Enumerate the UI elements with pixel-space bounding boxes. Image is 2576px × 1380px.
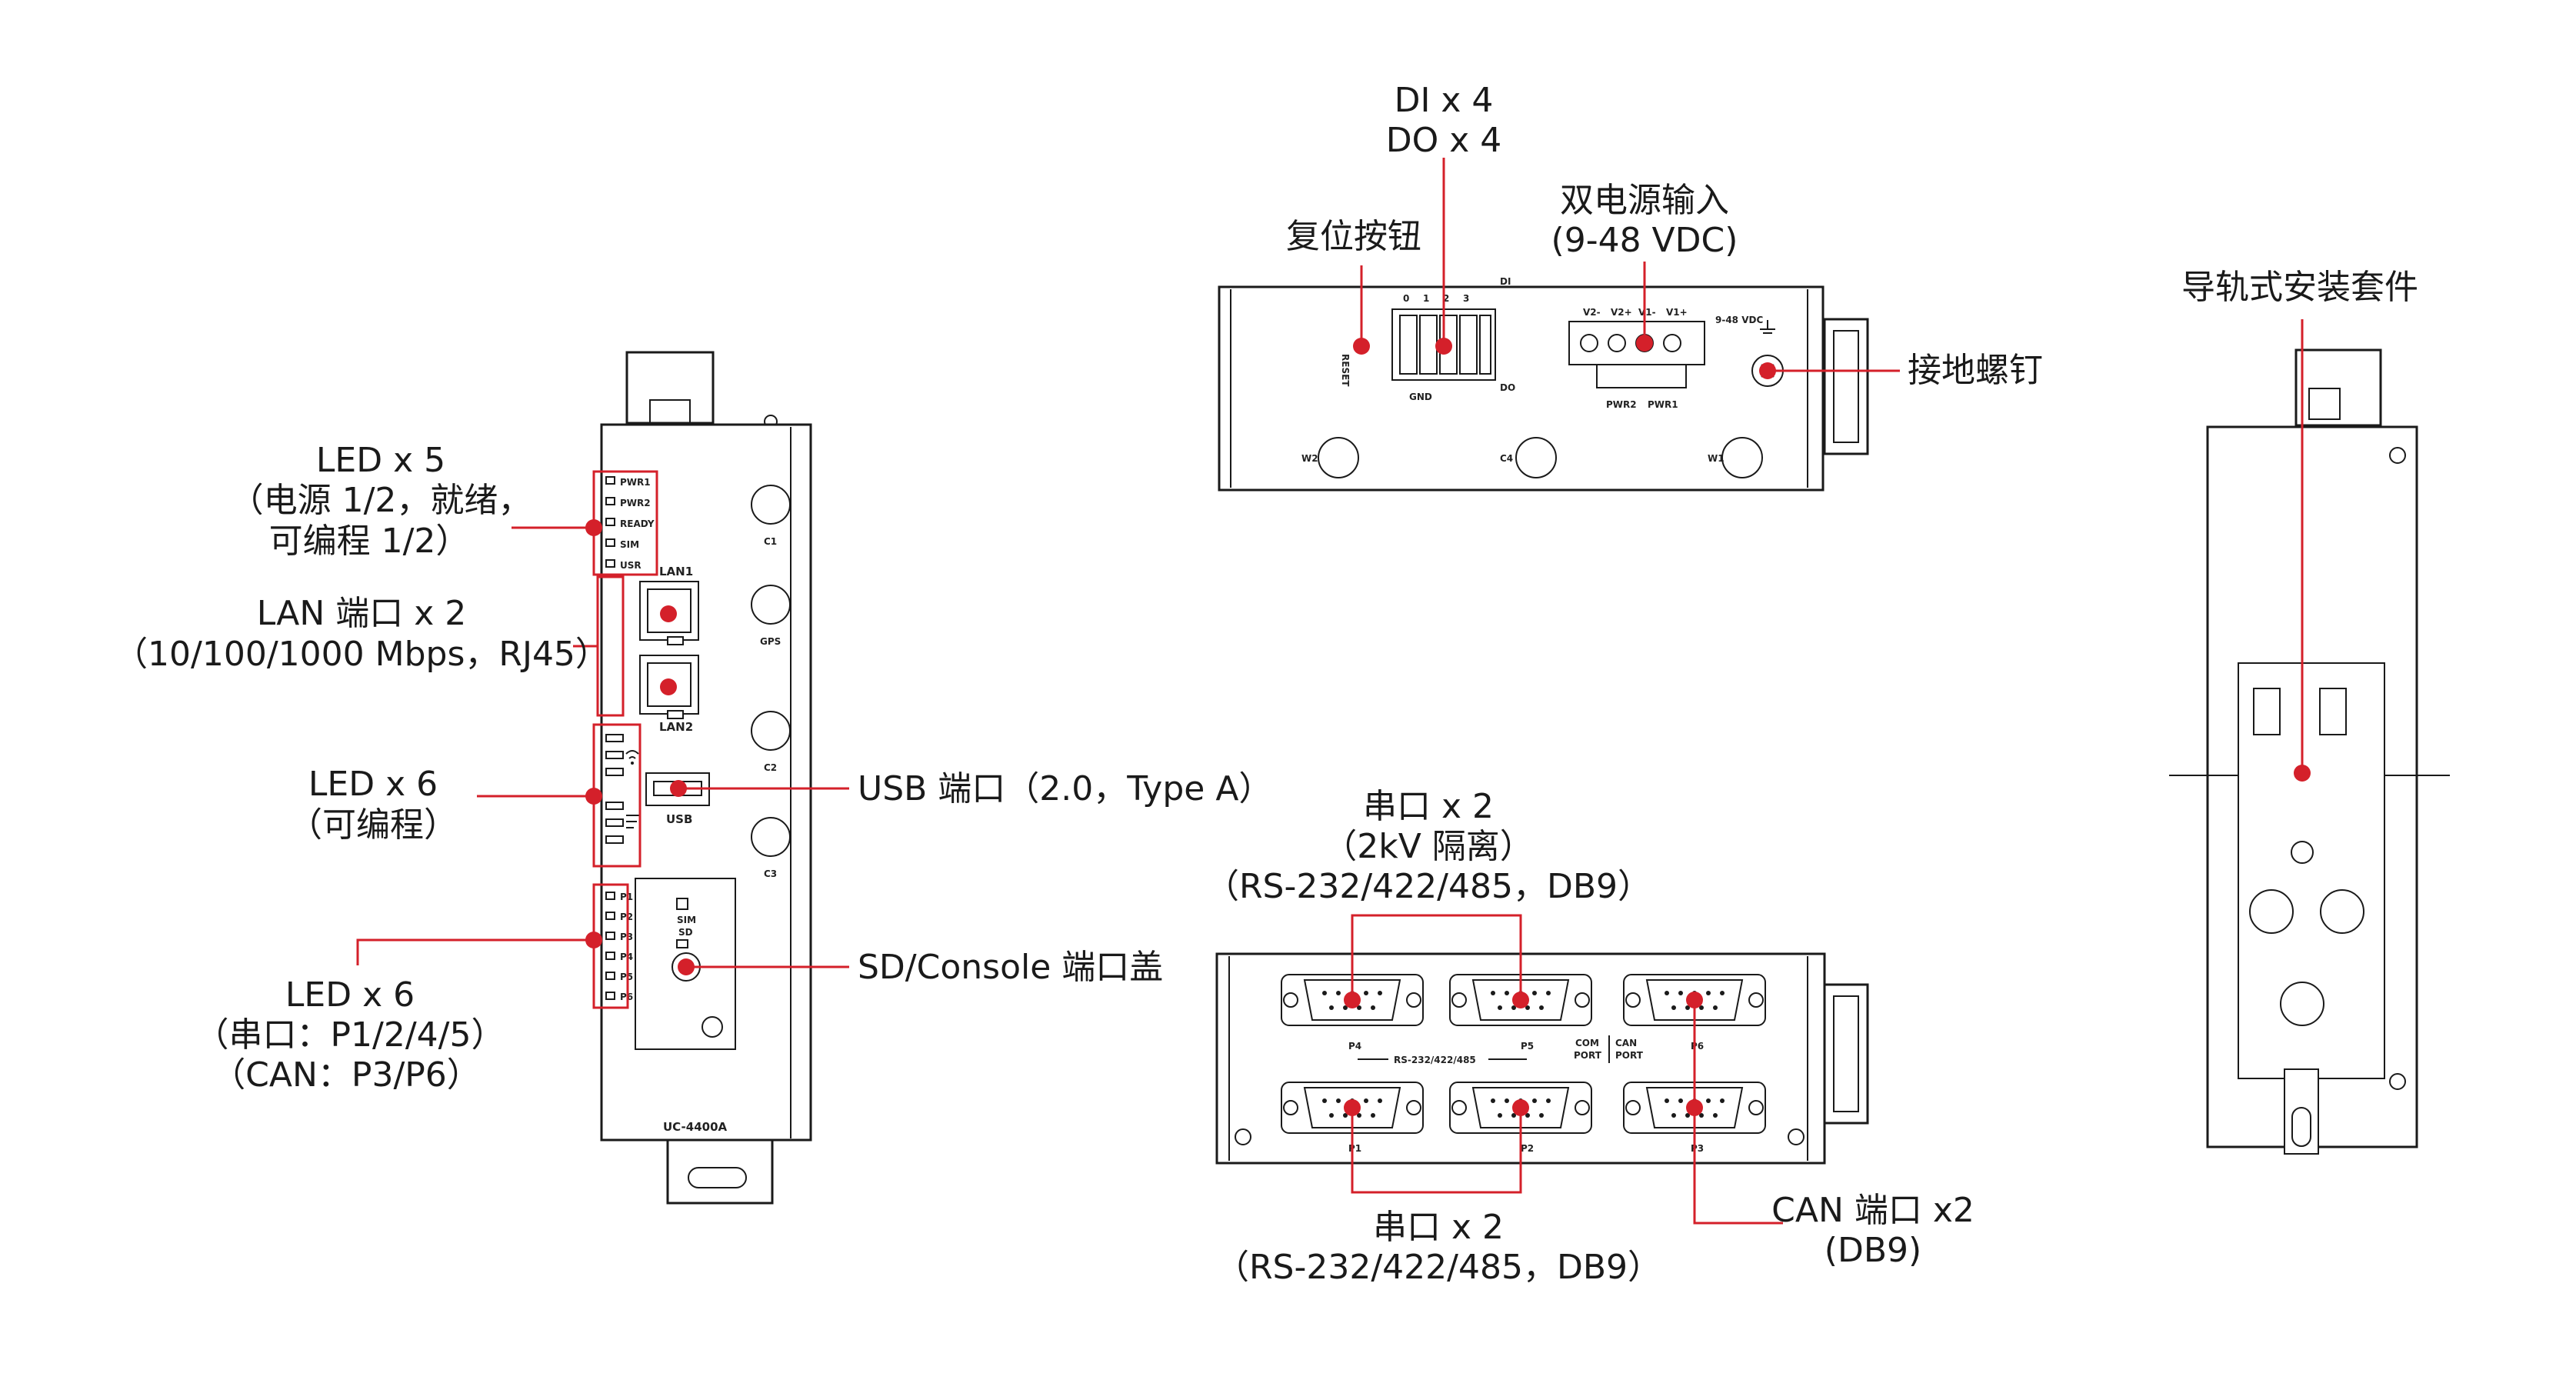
antenna-c3[interactable] [751,817,791,857]
port-p4-label: P4 [1348,1041,1361,1052]
usb-callout: USB 端口（2.0，Type A） [858,769,1272,808]
antenna-c3-label: C3 [764,868,777,879]
do-header: DO [1500,382,1515,393]
antenna-w1[interactable] [1721,437,1763,478]
front-antennas: C1 GPS C2 C3 [751,485,791,879]
power-desc: (9-48 VDC) [1551,221,1738,260]
antenna-c1[interactable] [751,485,791,525]
lan2-label: LAN2 [659,720,693,734]
reset-callout: 复位按钮 [1286,217,1421,256]
port-p5-label: P5 [1521,1041,1534,1052]
can-desc: (DB9) [1825,1231,1921,1270]
com-label: COM [1575,1038,1599,1048]
di-pin-0: 0 [1403,293,1409,304]
port-p1-label: P1 [1348,1143,1361,1154]
can-title: CAN 端口 x2 [1771,1191,1974,1230]
pwr-pin-v1-pos: V1+ [1666,307,1688,318]
front-led-group-programmable [605,734,640,844]
led-ready [605,518,615,526]
led-usr [605,559,615,568]
led5-desc1: （电源 1/2，就绪， [230,481,532,520]
pwr1-label: PWR1 [1648,399,1678,410]
gnd-label: GND [1409,392,1432,402]
led-label-sim: SIM [620,539,639,550]
port-p3-label: P3 [1691,1143,1704,1154]
front-led-group-serial: P1 P2 P3 P4 P5 P6 [605,892,633,1002]
lan1-label: LAN1 [659,565,693,578]
antenna-c4-label: C4 [1500,453,1513,464]
antenna-c2[interactable] [751,711,791,751]
callout-labels: LED x 5 （电源 1/2，就绪， 可编程 1/2） LAN 端口 x 2 … [114,81,2418,1287]
led6-serial-desc2: （CAN：P3/P6） [212,1055,481,1095]
sim-label: SIM [677,915,696,925]
vdc-label: 9-48 VDC [1715,315,1763,325]
led-pwr2 [605,497,615,505]
led6-prog-desc: （可编程） [288,805,458,845]
led6-serial-desc1: （串口：P1/2/4/5） [195,1015,505,1055]
led6-serial-title: LED x 6 [285,975,415,1015]
dido-line1: DI x 4 [1395,81,1494,120]
can-port-label: PORT [1615,1050,1644,1061]
led-label-ready: READY [620,518,655,529]
pwr-pin-v2-pos: V2+ [1611,307,1632,318]
lan-desc: （10/100/1000 Mbps，RJ45） [114,635,609,674]
reset-label: RESET [1340,354,1351,387]
led6-prog-title: LED x 6 [308,765,438,804]
di-header: DI [1500,276,1511,287]
wifi-icon [625,750,639,765]
antenna-gps-label: GPS [760,636,781,647]
antenna-c2-label: C2 [764,762,777,773]
sd-label: SD [678,927,693,938]
pwr-pin-v1-neg: V1- [1638,307,1656,318]
di-pin-2: 2 [1443,293,1449,304]
led-sim [605,538,615,547]
model-label: UC-4400A [663,1120,728,1134]
pwr2-label: PWR2 [1606,399,1637,410]
ground-symbol-icon [1760,320,1775,334]
antenna-w2[interactable] [1318,437,1359,478]
com-port-label: PORT [1574,1050,1602,1061]
callout-lines [356,158,2311,1225]
lan-title: LAN 端口 x 2 [257,594,467,633]
led-label-pwr2: PWR2 [620,498,651,508]
port-p6-label: P6 [1691,1041,1704,1052]
antenna-c1-label: C1 [764,536,777,547]
led-pwr1 [605,476,615,485]
rs-label: RS-232/422/485 [1394,1055,1476,1065]
sd-callout: SD/Console 端口盖 [858,948,1163,987]
port-p2-label: P2 [1521,1143,1534,1154]
top-view: RESET DI DO GND 0 1 2 3 V2- V2+ V1- V1+ … [1218,276,1869,492]
di-pin-1: 1 [1423,293,1429,304]
serial-bottom-desc: （RS-232/422/485，DB9） [1215,1248,1661,1287]
front-led-group-top: PWR1 PWR2 READY SIM USR [605,476,655,571]
can-label: CAN [1615,1038,1637,1048]
pwr-pin-v2-neg: V2- [1583,307,1601,318]
antenna-c4[interactable] [1515,437,1557,478]
serial-top-desc1: （2kV 隔离） [1323,827,1534,866]
di-pin-3: 3 [1463,293,1469,304]
usb-label: USB [666,812,692,826]
din-rail-callout: 导轨式安装套件 [2181,268,2418,307]
rear-view: P4 P5 P6 P1 P2 P3 RS-232/422/485 COM POR… [1215,952,1869,1165]
front-view: PWR1 PWR2 READY SIM USR LAN1 LAN2 [600,351,812,1205]
led-label-pwr1: PWR1 [620,477,651,488]
power-title: 双电源输入 [1560,181,1729,220]
side-view [2169,348,2450,1155]
serial-top-title: 串口 x 2 [1363,787,1494,826]
serial-top-desc2: （RS-232/422/485，DB9） [1205,867,1651,906]
din-rail-bracket [2238,662,2385,1155]
serial-bottom-title: 串口 x 2 [1373,1208,1504,1247]
led-label-usr: USR [620,560,642,571]
antenna-w2-label: W2 [1301,453,1318,464]
signal-bars-icon [626,815,640,828]
led5-desc2: 可编程 1/2） [269,522,470,561]
led5-title: LED x 5 [316,441,445,480]
antenna-gps[interactable] [751,585,791,625]
dido-line2: DO x 4 [1386,121,1502,160]
antenna-w1-label: W1 [1708,453,1725,464]
ground-callout: 接地螺钉 [1908,351,2043,390]
